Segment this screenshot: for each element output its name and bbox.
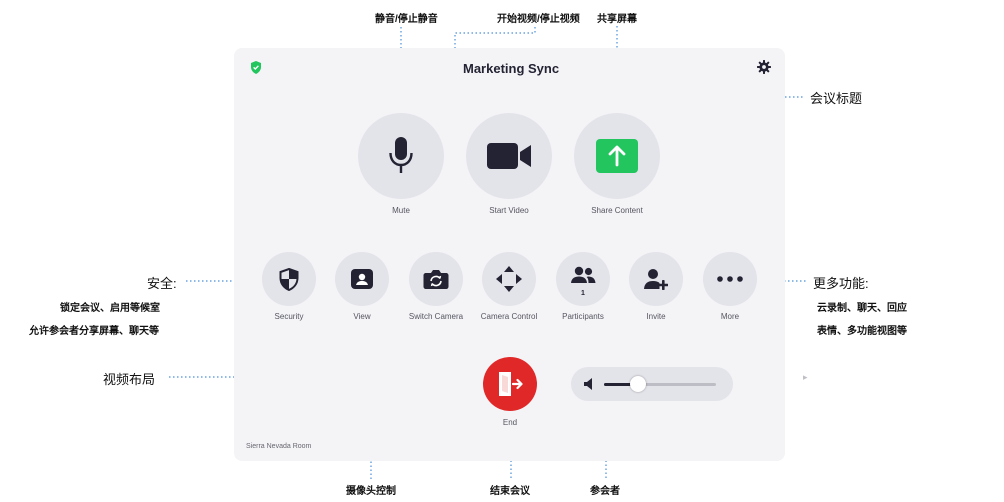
view-button[interactable] bbox=[335, 252, 389, 306]
participants-label: Participants bbox=[562, 312, 604, 321]
annotation-end-meeting: 结束会议 bbox=[490, 486, 530, 497]
end-label: End bbox=[502, 418, 518, 427]
annotation-more-heading: 更多功能: bbox=[813, 276, 869, 291]
switch-camera-button[interactable] bbox=[409, 252, 463, 306]
camera-control-label: Camera Control bbox=[480, 312, 538, 321]
person-card-icon bbox=[351, 269, 373, 289]
annotation-share: 共享屏幕 bbox=[597, 14, 637, 25]
end-button[interactable] bbox=[483, 357, 537, 411]
shield-icon bbox=[279, 267, 299, 291]
camera-control-button[interactable] bbox=[482, 252, 536, 306]
camera-switch-icon bbox=[423, 270, 449, 289]
annotation-mute: 静音/停止静音 bbox=[375, 14, 438, 25]
security-label: Security bbox=[274, 312, 304, 321]
annotation-participants: 参会者 bbox=[590, 486, 620, 497]
annotation-more-line1: 云录制、聊天、回应 bbox=[817, 303, 907, 314]
annotation-security-line1: 锁定会议、启用等候室 bbox=[60, 303, 160, 314]
annotation-security-heading: 安全: bbox=[147, 276, 177, 291]
room-name: Sierra Nevada Room bbox=[246, 443, 312, 450]
annotation-view-layout: 视频布局 bbox=[103, 372, 156, 387]
invite-label: Invite bbox=[646, 312, 666, 321]
volume-fill bbox=[604, 383, 638, 386]
share-content-button[interactable] bbox=[574, 113, 660, 199]
view-label: View bbox=[353, 312, 371, 321]
start-video-label: Start Video bbox=[489, 206, 529, 215]
scroll-arrow-icon: ▸ bbox=[803, 372, 808, 382]
participants-button[interactable] bbox=[556, 252, 610, 306]
start-video-button[interactable] bbox=[466, 113, 552, 199]
volume-slider-handle[interactable] bbox=[629, 376, 646, 392]
annotation-video: 开始视频/停止视频 bbox=[497, 14, 580, 25]
invite-button[interactable] bbox=[629, 252, 683, 306]
shield-check-icon[interactable] bbox=[250, 61, 262, 74]
switch-camera-label: Switch Camera bbox=[408, 312, 464, 321]
people-icon bbox=[571, 266, 596, 283]
volume-track[interactable] bbox=[604, 383, 716, 386]
more-button[interactable] bbox=[703, 252, 757, 306]
annotation-meeting-title: 会议标题 bbox=[810, 91, 863, 106]
more-label: More bbox=[720, 312, 740, 321]
share-content-label: Share Content bbox=[591, 206, 643, 215]
annotation-security-line2: 允许参会者分享屏幕、聊天等 bbox=[29, 326, 159, 337]
arrow-up-icon bbox=[596, 139, 638, 173]
annotation-more-line2: 表情、多功能视图等 bbox=[817, 326, 907, 337]
volume-control[interactable] bbox=[571, 367, 733, 401]
security-button[interactable] bbox=[262, 252, 316, 306]
person-add-icon bbox=[644, 269, 668, 290]
microphone-icon bbox=[389, 137, 413, 173]
ellipsis-icon bbox=[717, 276, 743, 282]
four-arrows-icon bbox=[496, 266, 522, 292]
annotation-camera-control: 摄像头控制 bbox=[346, 486, 396, 497]
exit-door-icon bbox=[499, 372, 523, 396]
video-camera-icon bbox=[487, 143, 531, 169]
mute-label: Mute bbox=[392, 206, 410, 215]
mute-button[interactable] bbox=[358, 113, 444, 199]
gear-icon[interactable] bbox=[757, 60, 771, 74]
speaker-icon bbox=[584, 378, 592, 390]
meeting-title: Marketing Sync bbox=[463, 61, 560, 76]
participants-count-badge: 1 bbox=[581, 290, 585, 297]
